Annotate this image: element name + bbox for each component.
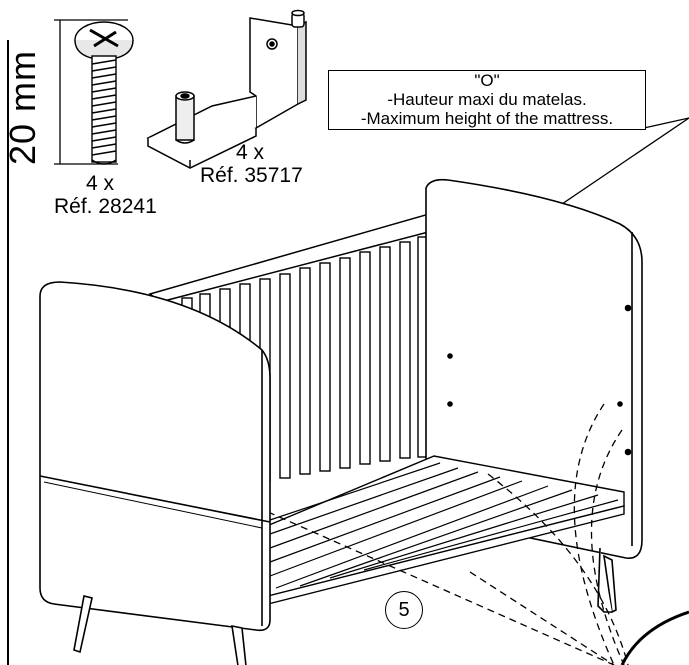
- cot-mattress-base: [261, 455, 625, 605]
- note-line-french: -Hauteur maxi du matelas.: [387, 90, 587, 109]
- note-marker: "O": [474, 71, 500, 90]
- screw-icon: [74, 21, 134, 165]
- part-number-badge: 5: [385, 591, 423, 629]
- note-line-english: -Maximum height of the mattress.: [360, 109, 614, 128]
- cot-right-end-panel: [425, 178, 643, 614]
- bracket-reference: Réf. 35717: [200, 164, 303, 187]
- cot-left-end-panel: [39, 281, 271, 665]
- detail-dashed-lines: [267, 403, 629, 665]
- screw-length-label: 20 mm: [2, 49, 43, 165]
- screw-reference: Réf. 28241: [54, 195, 157, 218]
- screw-quantity: 4 x: [86, 172, 115, 195]
- mattress-height-note: "O" -Hauteur maxi du matelas. -Maximum h…: [328, 70, 646, 130]
- detail-magnifier-circle: [620, 610, 689, 665]
- bracket-icon: [146, 9, 307, 169]
- bracket-quantity: 4 x: [236, 141, 265, 164]
